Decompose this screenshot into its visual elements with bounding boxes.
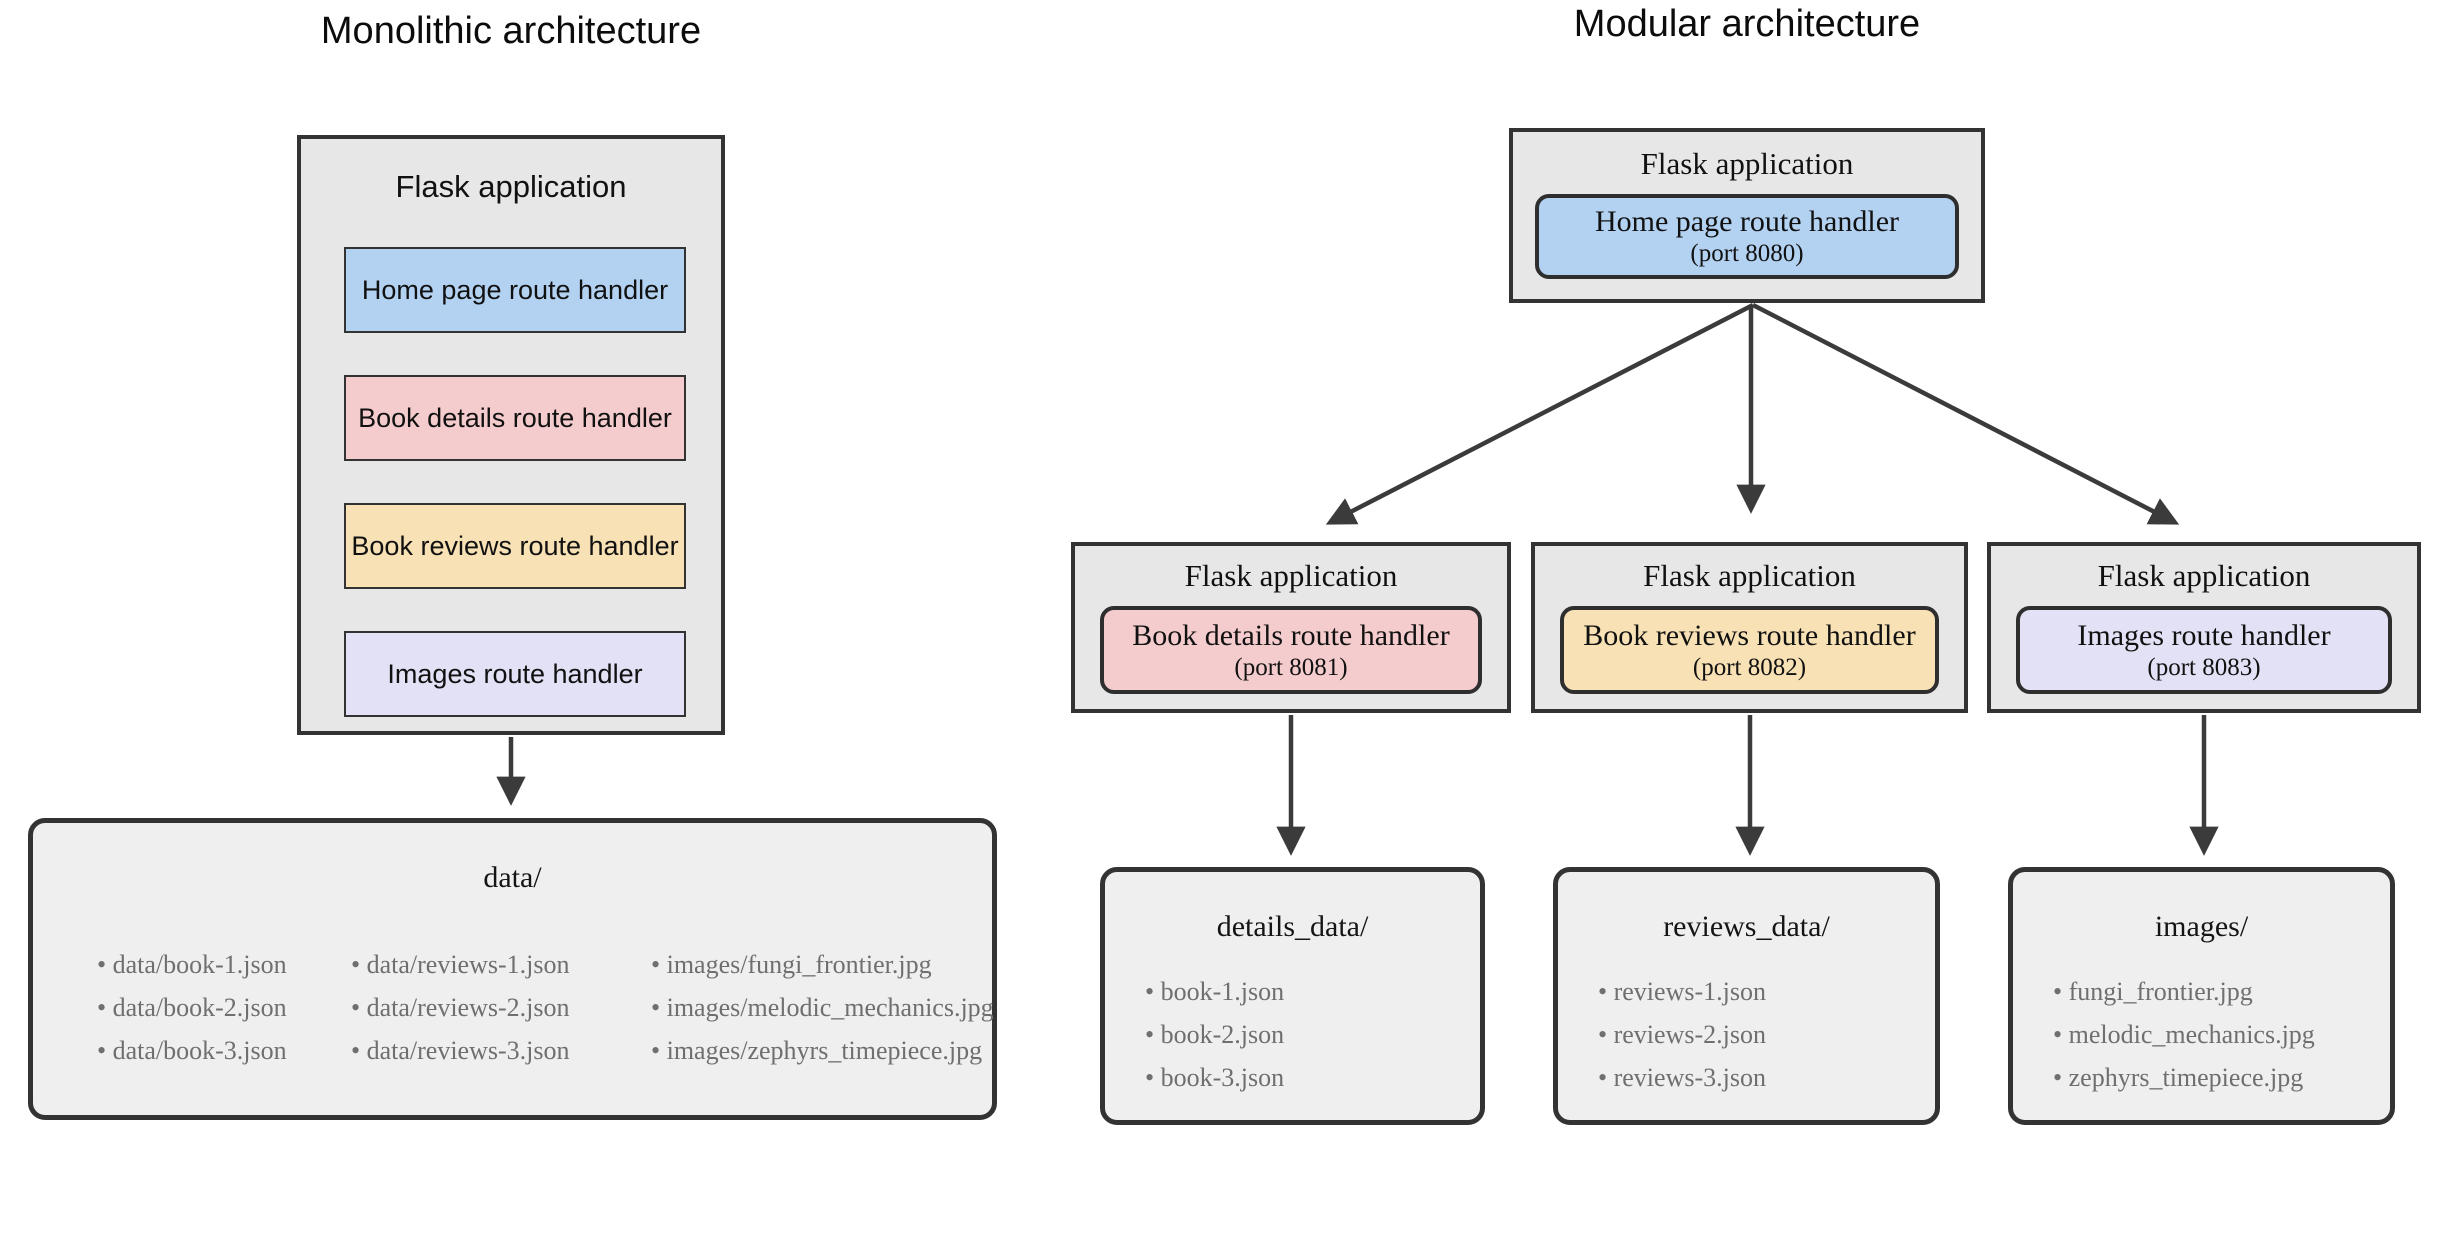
service-images-app-label: Flask application [2097,558,2311,593]
data-file-item: data/reviews-1.json [351,943,570,986]
service-book-reviews-handler-label: Book reviews route handler [1583,618,1916,652]
reviews-data-store-title: reviews_data/ [1663,910,1830,943]
handler-home-page-label: Home page route handler [361,274,669,305]
data-file-item: images/zephyrs_timepiece.jpg [651,1029,994,1072]
handler-images: Images route handler [344,631,686,717]
data-file-item: data/reviews-2.json [351,986,570,1029]
data-file-item: data/book-1.json [97,943,287,986]
details-data-store-title: details_data/ [1216,910,1369,943]
handler-book-details-label: Book details route handler [358,402,672,433]
details-data-store-box: details_data/ book-1.json book-2.json bo… [1100,867,1485,1125]
data-file-item: fungi_frontier.jpg [2053,970,2315,1013]
handler-images-label: Images route handler [387,658,643,689]
images-data-file-list: fungi_frontier.jpg melodic_mechanics.jpg… [2053,970,2315,1099]
service-images-handler-label: Images route handler [2077,618,2331,652]
data-file-item: book-3.json [1145,1056,1285,1099]
data-file-item: images/fungi_frontier.jpg [651,943,994,986]
service-book-details-handler: Book details route handler (port 8081) [1100,606,1482,694]
gateway-handler-port: (port 8080) [1690,240,1804,267]
data-column-books: data/book-1.json data/book-2.json data/b… [97,943,287,1072]
arrow-gateway-to-details [1325,302,1755,525]
reviews-data-file-list: reviews-1.json reviews-2.json reviews-3.… [1598,970,1766,1099]
data-file-item: reviews-3.json [1598,1056,1766,1099]
details-data-file-list: book-1.json book-2.json book-3.json [1145,970,1285,1099]
arrow-gateway-to-images [1751,303,2180,525]
data-column-images: images/fungi_frontier.jpg images/melodic… [651,943,994,1072]
service-book-reviews-port: (port 8082) [1692,653,1807,681]
service-images-handler: Images route handler (port 8083) [2016,606,2392,694]
monolithic-title: Monolithic architecture [320,10,702,52]
service-book-reviews-app-label: Flask application [1643,558,1856,593]
images-data-store-box: images/ fungi_frontier.jpg melodic_mecha… [2008,867,2395,1125]
data-file-item: images/melodic_mechanics.jpg [651,986,994,1029]
data-file-item: zephyrs_timepiece.jpg [2053,1056,2315,1099]
data-file-item: data/book-3.json [97,1029,287,1072]
service-images-box: Flask application Images route handler (… [1987,542,2421,713]
data-column-reviews: data/reviews-1.json data/reviews-2.json … [351,943,570,1072]
service-images-port: (port 8083) [2147,653,2261,681]
data-file-item: data/reviews-3.json [351,1029,570,1072]
gateway-handler-label: Home page route handler [1594,205,1900,238]
reviews-data-store-box: reviews_data/ reviews-1.json reviews-2.j… [1553,867,1940,1125]
images-data-store-title: images/ [2154,910,2249,943]
service-book-reviews-box: Flask application Book reviews route han… [1531,542,1968,713]
gateway-home-page-handler: Home page route handler (port 8080) [1535,194,1959,279]
handler-book-reviews: Book reviews route handler [344,503,686,589]
handler-book-details: Book details route handler [344,375,686,461]
data-file-item: melodic_mechanics.jpg [2053,1013,2315,1056]
service-book-details-handler-label: Book details route handler [1132,618,1450,652]
modular-gateway-label: Flask application [1640,146,1854,181]
service-book-reviews-handler: Book reviews route handler (port 8082) [1560,606,1939,694]
data-file-item: reviews-1.json [1598,970,1766,1013]
monolithic-flask-app-box: Flask application Home page route handle… [297,135,725,735]
handler-home-page: Home page route handler [344,247,686,333]
monolithic-flask-app-label: Flask application [395,169,627,204]
data-file-item: data/book-2.json [97,986,287,1029]
data-file-item: book-1.json [1145,970,1285,1013]
service-book-details-app-label: Flask application [1184,558,1398,593]
monolithic-data-store-title: data/ [483,861,542,894]
service-book-details-box: Flask application Book details route han… [1071,542,1511,713]
service-book-details-port: (port 8081) [1234,653,1348,681]
handler-book-reviews-label: Book reviews route handler [351,530,679,561]
monolithic-data-store-box: data/ data/book-1.json data/book-2.json … [28,818,997,1120]
modular-title: Modular architecture [1573,3,1921,45]
modular-gateway-box: Flask application Home page route handle… [1509,128,1985,303]
data-file-item: reviews-2.json [1598,1013,1766,1056]
data-file-item: book-2.json [1145,1013,1285,1056]
